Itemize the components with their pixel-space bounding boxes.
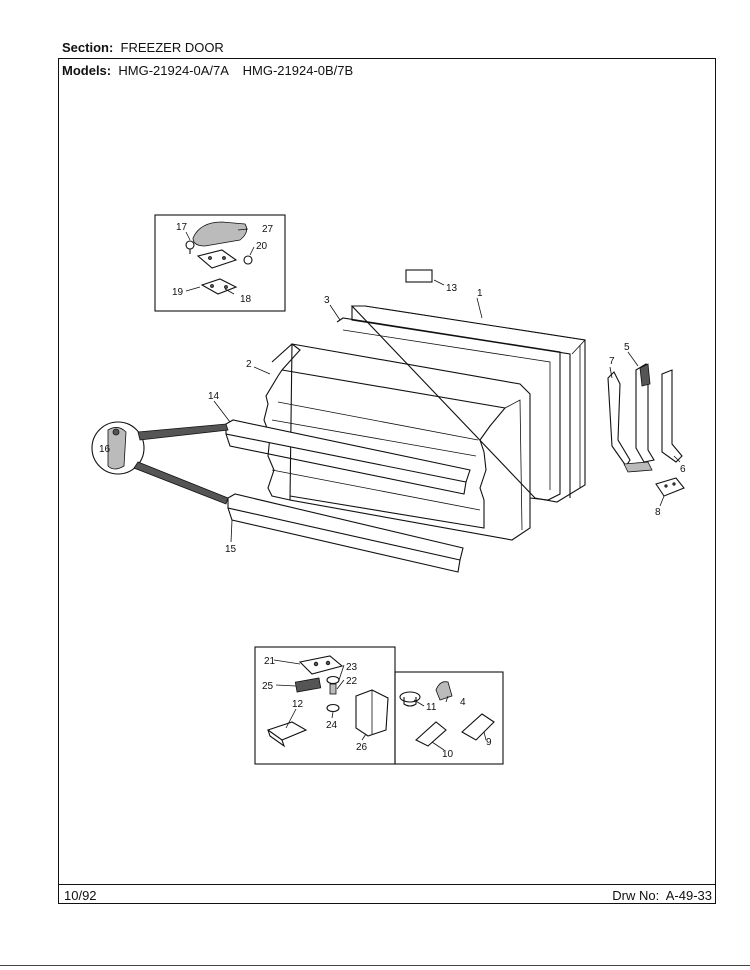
callout-part-14: 14: [208, 391, 220, 402]
callout-part-20: 20: [256, 241, 268, 252]
models-heading: Models: HMG-21924-0A/7A HMG-21924-0B/7B: [62, 63, 353, 78]
callout-part-23: 23: [346, 662, 358, 673]
drawing-frame: [58, 58, 716, 904]
part-2-inner-liner: [263, 343, 531, 541]
callout-part-4: 4: [460, 697, 466, 708]
section-value: FREEZER DOOR: [120, 40, 224, 55]
callout-part-13: 13: [446, 283, 458, 294]
footer-divider: [58, 884, 716, 885]
models-label: Models:: [62, 63, 112, 78]
callout-part-6: 6: [680, 464, 686, 475]
drawing-number: Drw No: A-49-33: [612, 888, 712, 903]
section-label: Section:: [62, 40, 114, 55]
section-heading: Section: FREEZER DOOR: [62, 40, 224, 55]
part-3-gasket: [336, 317, 561, 501]
detail-16-circle: [91, 421, 229, 505]
callout-part-9: 9: [486, 737, 492, 748]
models-value: HMG-21924-0A/7A HMG-21924-0B/7B: [118, 63, 354, 78]
callout-part-16: 16: [99, 444, 111, 455]
callout-part-12: 12: [292, 699, 304, 710]
inset-shelf-clips: [394, 671, 504, 765]
callout-labels: 1 2 3 4 5 6 7 8 9 10 11 12 13 14 15 16 1…: [99, 222, 686, 760]
callout-part-25: 25: [262, 681, 274, 692]
callout-part-3: 3: [324, 295, 330, 306]
part-14-upper-shelf: [225, 419, 471, 495]
callout-part-2: 2: [246, 359, 252, 370]
part-13-drawing: [405, 269, 433, 283]
inset-hinge-hardware: [254, 646, 396, 765]
callout-part-22: 22: [346, 676, 358, 687]
callout-part-27: 27: [262, 224, 274, 235]
callout-part-24: 24: [326, 720, 338, 731]
callout-part-7: 7: [609, 356, 615, 367]
part-15-lower-shelf: [227, 493, 464, 573]
callout-part-19: 19: [172, 287, 184, 298]
leader-lines: [185, 228, 681, 751]
callout-part-21: 21: [264, 656, 276, 667]
callout-part-1: 1: [477, 288, 483, 299]
callout-part-17: 17: [176, 222, 188, 233]
callout-part-15: 15: [225, 544, 237, 555]
callout-part-11: 11: [426, 702, 437, 713]
callout-part-10: 10: [442, 749, 454, 760]
callout-part-5: 5: [624, 342, 630, 353]
revision-date: 10/92: [64, 888, 97, 903]
callout-part-26: 26: [356, 742, 368, 753]
hinge-parts: [607, 363, 685, 497]
page-bottom-rule: [0, 965, 750, 966]
callout-part-18: 18: [240, 294, 252, 305]
callout-part-8: 8: [655, 507, 661, 518]
